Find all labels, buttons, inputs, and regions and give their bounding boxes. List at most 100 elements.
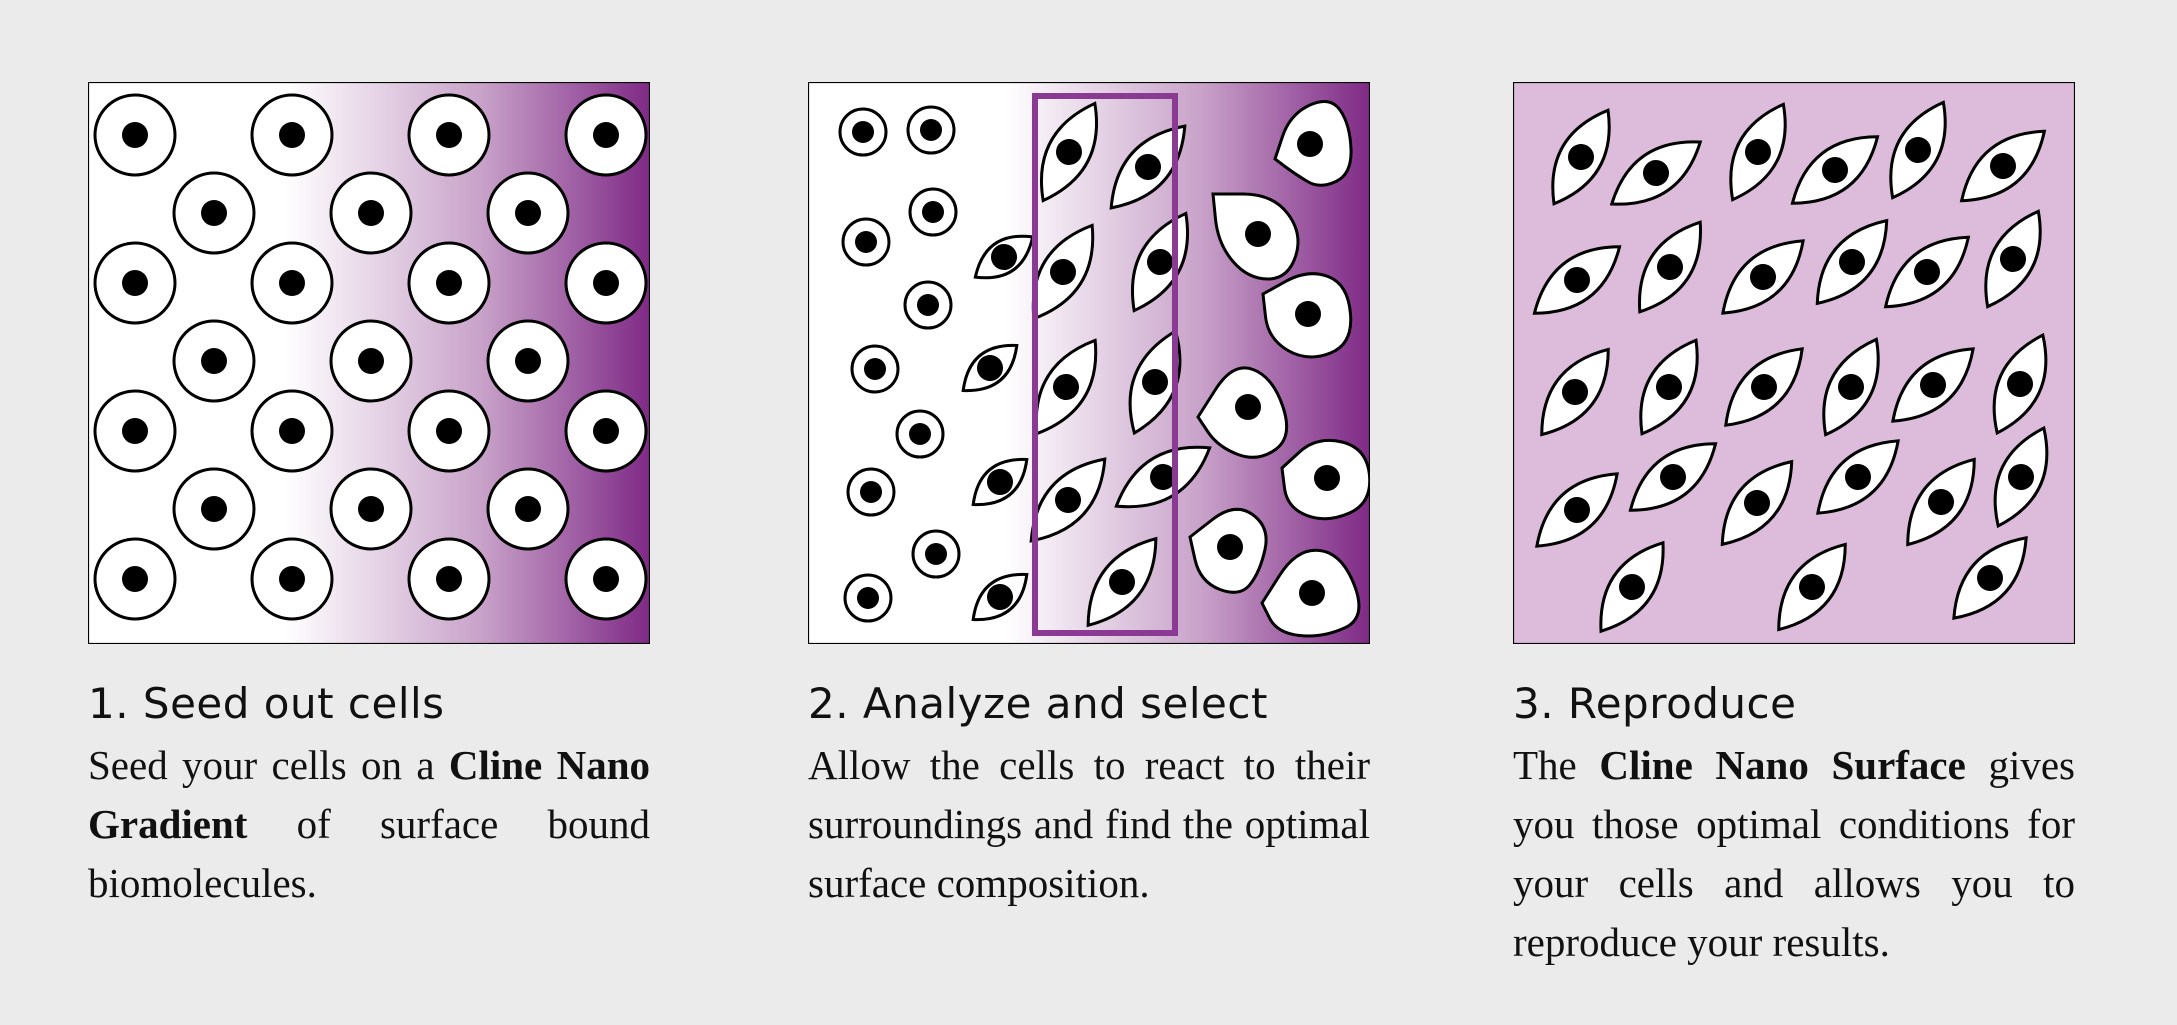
round-cell: [407, 241, 491, 325]
elongated-cell: [1551, 108, 1611, 206]
spread-cell: [1211, 192, 1300, 281]
round-cell: [564, 537, 648, 621]
round-cell: [250, 241, 334, 325]
round-cell: [908, 187, 958, 237]
round-cell: [250, 537, 334, 621]
elongated-cell: [1599, 540, 1665, 634]
round-cell: [407, 537, 491, 621]
elongated-cell: [1109, 124, 1187, 210]
round-cell: [172, 319, 256, 403]
spread-cell: [1196, 366, 1289, 459]
description-text: Allow the cells to react to their surrou…: [808, 742, 1370, 906]
round-cell: [838, 107, 888, 157]
round-cell: [895, 409, 945, 459]
elongated-cells-group: [1532, 100, 2049, 634]
selection-frame: [1032, 93, 1178, 636]
elongated-cell: [1721, 239, 1805, 315]
round-cell: [843, 573, 893, 623]
step-2-panel: 2. Analyze and select Allow the cells to…: [808, 82, 1370, 913]
elongated-cell: [1729, 102, 1787, 202]
step-2-description: Allow the cells to react to their surrou…: [808, 736, 1370, 913]
elongated-cell: [961, 343, 1019, 393]
round-cell: [329, 467, 413, 551]
spread-cell: [1188, 507, 1268, 594]
elongated-cell: [1889, 100, 1947, 200]
elongated-cell: [1959, 129, 2047, 203]
elongated-cell: [1952, 536, 2028, 620]
round-cell: [486, 467, 570, 551]
elongated-cell: [1029, 457, 1107, 543]
round-cell: [486, 319, 570, 403]
step-3-panel: 3. Reproduce The Cline Nano Surface give…: [1513, 82, 2075, 972]
elongated-cell: [1993, 425, 2049, 529]
round-cell: [564, 241, 648, 325]
elongated-cell: [1891, 347, 1975, 423]
spread-cell: [1273, 99, 1353, 187]
round-cell: [250, 389, 334, 473]
elongated-cell: [1790, 135, 1880, 205]
description-text: of surface bound biomolecules.: [88, 801, 650, 906]
elongated-cell: [1540, 347, 1610, 437]
spread-cell: [1261, 272, 1353, 359]
step-2-heading: 2. Analyze and select: [808, 679, 1268, 728]
description-text: Seed your cells on a: [88, 742, 449, 788]
step-1-heading: 1. Seed out cells: [88, 679, 445, 728]
elongated-cell: [1034, 338, 1098, 436]
elongated-cell: [1822, 337, 1880, 437]
seeded-cells-gradient-figure: [88, 82, 650, 644]
elongated-cell: [1906, 457, 1976, 547]
round-cell: [407, 93, 491, 177]
step-3-description: The Cline Nano Surface gives you those o…: [1513, 736, 2075, 972]
round-cell: [93, 241, 177, 325]
elongated-cell: [971, 457, 1029, 507]
product-name-text: Cline Nano Surface: [1599, 742, 1966, 788]
step-1-description: Seed your cells on a Cline Nano Gradient…: [88, 736, 650, 913]
round-cell: [486, 171, 570, 255]
mixed-cells-group: [838, 99, 1370, 638]
elongated-cell: [1816, 439, 1900, 515]
elongated-cell: [1114, 445, 1212, 509]
round-cell: [841, 217, 891, 267]
round-cell: [407, 389, 491, 473]
round-cell: [850, 344, 900, 394]
elongated-cell: [1815, 218, 1889, 306]
reproduced-cells-figure: [1513, 82, 2075, 644]
elongated-cell: [1992, 332, 2048, 436]
elongated-cell: [1724, 347, 1804, 427]
elongated-cell: [1638, 220, 1702, 314]
step-1-panel: 1. Seed out cells Seed your cells on a C…: [88, 82, 650, 913]
round-cell: [250, 93, 334, 177]
elongated-cell: [1777, 542, 1847, 632]
spread-cell: [1260, 548, 1361, 638]
round-cell: [172, 171, 256, 255]
elongated-cell: [1039, 101, 1099, 203]
round-cell: [93, 389, 177, 473]
elongated-cell: [1535, 472, 1619, 548]
elongated-cell: [1984, 209, 2042, 309]
elongated-cell: [1720, 459, 1794, 547]
round-cell: [906, 105, 956, 155]
analyzed-cells-figure: [808, 82, 1370, 644]
round-cells-group: [93, 93, 648, 621]
elongated-cell: [971, 572, 1029, 622]
elongated-cell: [1628, 442, 1718, 512]
round-cell: [93, 93, 177, 177]
round-cell: [846, 467, 896, 517]
elongated-cell: [1532, 245, 1622, 315]
round-cell: [93, 537, 177, 621]
spread-cell: [1280, 438, 1370, 521]
elongated-cell: [1883, 235, 1971, 309]
step-3-heading: 3. Reproduce: [1513, 679, 1797, 728]
round-cell: [564, 93, 648, 177]
round-cell: [564, 389, 648, 473]
product-name-text: Cline Nano Gradient: [88, 742, 650, 847]
elongated-cell: [1639, 338, 1699, 436]
description-text: The: [1513, 742, 1600, 788]
round-cell: [172, 467, 256, 551]
round-cell: [903, 280, 953, 330]
elongated-cell: [1609, 140, 1703, 206]
round-cell: [911, 529, 961, 579]
round-cell: [329, 171, 413, 255]
round-cell: [329, 319, 413, 403]
elongated-cell: [1086, 536, 1158, 628]
